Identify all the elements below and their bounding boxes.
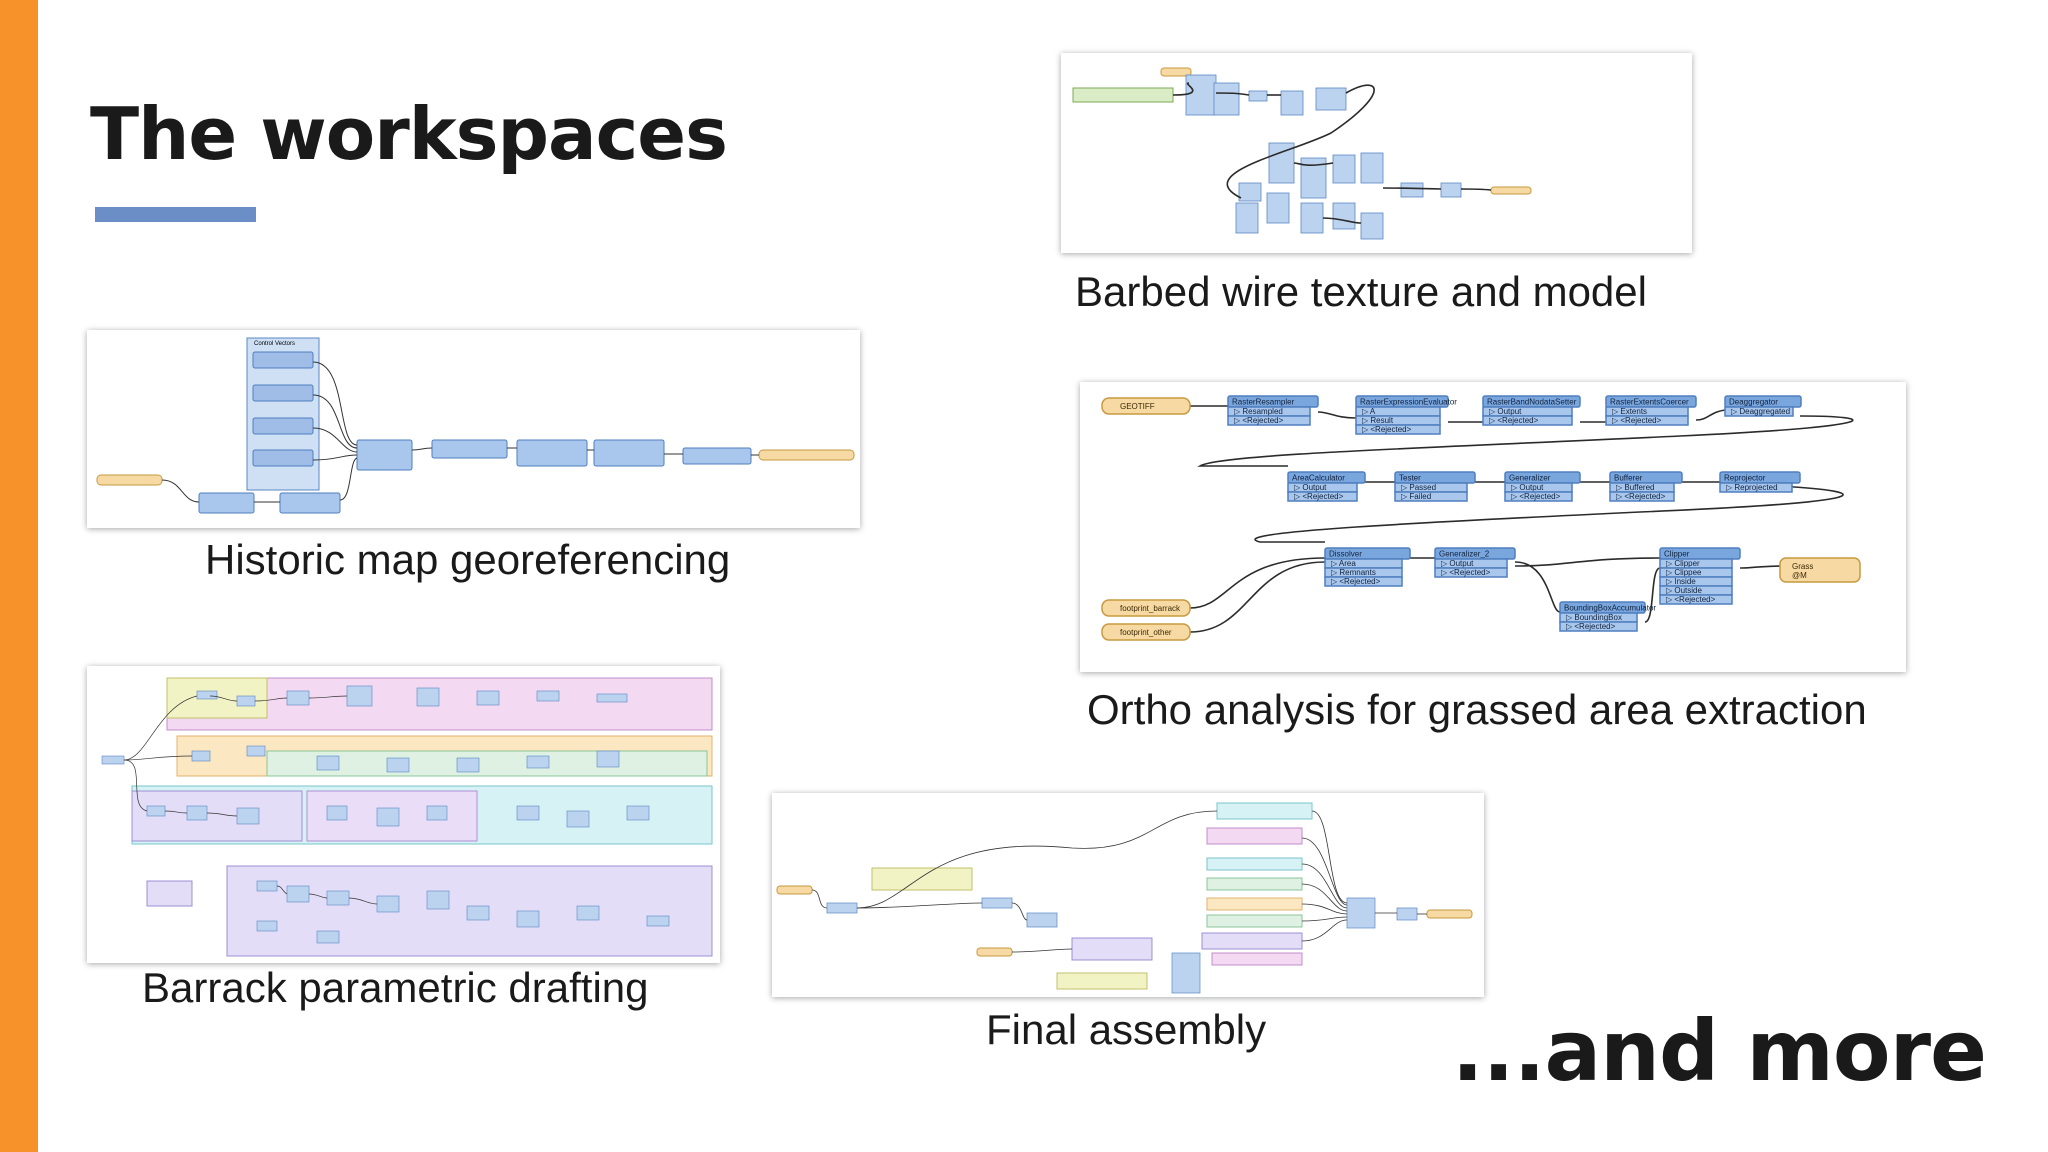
transformer-name: Deaggregator [1729,398,1778,407]
port-label: ▷ Clipper [1666,559,1700,568]
port-label: ▷ Area [1331,559,1356,568]
port-label: ▷ <Rejected> [1511,492,1561,501]
thumb-historic-map: Control Vectors [87,330,860,528]
slide-title: The workspaces [90,92,728,176]
reader-geotiff: GEOTIFF [1101,397,1191,415]
caption-historic-map: Historic map georeferencing [205,536,731,583]
transformer-generalizer: Generalizer▷ Output▷ <Rejected> [1504,471,1581,502]
transformer-dissolver: Dissolver▷ Area▷ Remnants▷ <Rejected> [1324,547,1411,587]
port-label: ▷ <Rejected> [1362,425,1412,434]
port-label: ▷ <Rejected> [1489,416,1539,425]
barbed-workflow-diagram [1072,67,1532,240]
port-label: ▷ Remnants [1331,568,1376,577]
caption-ortho-analysis: Ortho analysis for grassed area extracti… [1087,686,1867,733]
thumb-ortho-analysis: RasterResampler▷ Resampled▷ <Rejected>Ra… [1080,382,1906,672]
title-underline [95,207,256,222]
thumb-barrack-drafting [87,666,720,963]
svg-text:footprint_other: footprint_other [1120,628,1172,637]
ortho-nodes: RasterResampler▷ Resampled▷ <Rejected>Ra… [1227,395,1802,632]
port-label: ▷ Output [1489,407,1522,416]
transformer-name: Generalizer_2 [1439,550,1490,559]
port-label: ▷ Failed [1401,492,1431,501]
transformer-tester: Tester▷ Passed▷ Failed [1394,471,1476,502]
port-label: ▷ <Rejected> [1441,568,1491,577]
svg-text:Grass: Grass [1792,562,1813,571]
transformer-name: Generalizer [1509,474,1551,483]
port-label: ▷ Resampled [1234,407,1283,416]
control-group-label: Control Vectors [254,341,295,347]
caption-final-assembly: Final assembly [986,1006,1267,1053]
transformer-name: RasterResampler [1232,398,1295,407]
port-label: ▷ Clippee [1666,568,1702,577]
port-label: ▷ Output [1511,483,1544,492]
transformer-name: RasterExtentsCoercer [1610,398,1689,407]
transformer-name: AreaCalculator [1292,474,1345,483]
transformer-deaggregator: Deaggregator▷ Deaggregated [1724,395,1802,417]
transformer-boundingboxaccumulator: BoundingBoxAccumulator▷ BoundingBox▷ <Re… [1559,601,1656,632]
ortho-workflow-diagram: RasterResampler▷ Resampled▷ <Rejected>Ra… [1101,395,1861,641]
transformer-reprojector: Reprojector▷ Reprojected [1719,471,1801,493]
thumb-final-assembly [772,793,1484,997]
ortho-connections [1189,405,1854,633]
transformer-name: BoundingBoxAccumulator [1564,604,1656,613]
svg-text:GEOTIFF: GEOTIFF [1120,402,1155,411]
port-label: ▷ Extents [1612,407,1647,416]
port-label: ▷ <Rejected> [1234,416,1284,425]
transformer-bufferer: Bufferer▷ Buffered▷ <Rejected> [1609,471,1683,502]
port-label: ▷ <Rejected> [1331,577,1381,586]
port-label: ▷ Deaggregated [1731,407,1790,416]
port-label: ▷ Passed [1401,483,1436,492]
transformer-name: Clipper [1664,550,1690,559]
svg-text:footprint_barrack: footprint_barrack [1120,604,1181,613]
port-label: ▷ Output [1294,483,1327,492]
port-label: ▷ <Rejected> [1294,492,1344,501]
transformer-generalizer-2: Generalizer_2▷ Output▷ <Rejected> [1434,547,1516,578]
historic-workflow-diagram: Control Vectors [96,337,855,514]
transformer-rasterexpressionevaluator: RasterExpressionEvaluator▷ A▷ Result▷ <R… [1355,395,1457,435]
transformer-name: Reprojector [1724,474,1766,483]
transformer-clipper: Clipper▷ Clipper▷ Clippee▷ Inside▷ Outsi… [1659,547,1741,605]
port-label: ▷ Inside [1666,577,1696,586]
port-label: ▷ <Rejected> [1616,492,1666,501]
transformer-name: RasterBandNodataSetter [1487,398,1577,407]
and-more-text: ...and more [1451,1002,1987,1100]
final-workflow-diagram [776,802,1473,994]
transformer-areacalculator: AreaCalculator▷ Output▷ <Rejected> [1287,471,1366,502]
writer-grass: Grass @M [1779,557,1861,583]
port-label: ▷ Reprojected [1726,483,1778,492]
port-label: ▷ Result [1362,416,1394,425]
transformer-name: Tester [1399,474,1421,483]
port-label: ▷ <Rejected> [1666,595,1716,604]
port-label: ▷ BoundingBox [1566,613,1622,622]
transformer-rasterbandnodatasetter: RasterBandNodataSetter▷ Output▷ <Rejecte… [1482,395,1581,426]
transformer-rasterextentscoercer: RasterExtentsCoercer▷ Extents▷ <Rejected… [1605,395,1697,426]
port-label: ▷ Output [1441,559,1474,568]
port-label: ▷ <Rejected> [1566,622,1616,631]
transformer-rasterresampler: RasterResampler▷ Resampled▷ <Rejected> [1227,395,1319,426]
transformer-name: Dissolver [1329,550,1362,559]
port-label: ▷ Buffered [1616,483,1654,492]
barrack-workflow-diagram [101,677,713,957]
reader-footprint-barrack: footprint_barrack [1101,599,1191,617]
thumb-barbed-wire [1061,53,1692,253]
transformer-name: RasterExpressionEvaluator [1360,398,1457,407]
port-label: ▷ Outside [1666,586,1702,595]
caption-barrack-drafting: Barrack parametric drafting [142,964,649,1011]
reader-footprint-other: footprint_other [1101,623,1191,641]
transformer-name: Bufferer [1614,474,1643,483]
accent-sidebar [0,0,38,1152]
svg-text:@M: @M [1792,571,1807,580]
port-label: ▷ <Rejected> [1612,416,1662,425]
port-label: ▷ A [1362,407,1376,416]
caption-barbed-wire: Barbed wire texture and model [1075,268,1647,315]
